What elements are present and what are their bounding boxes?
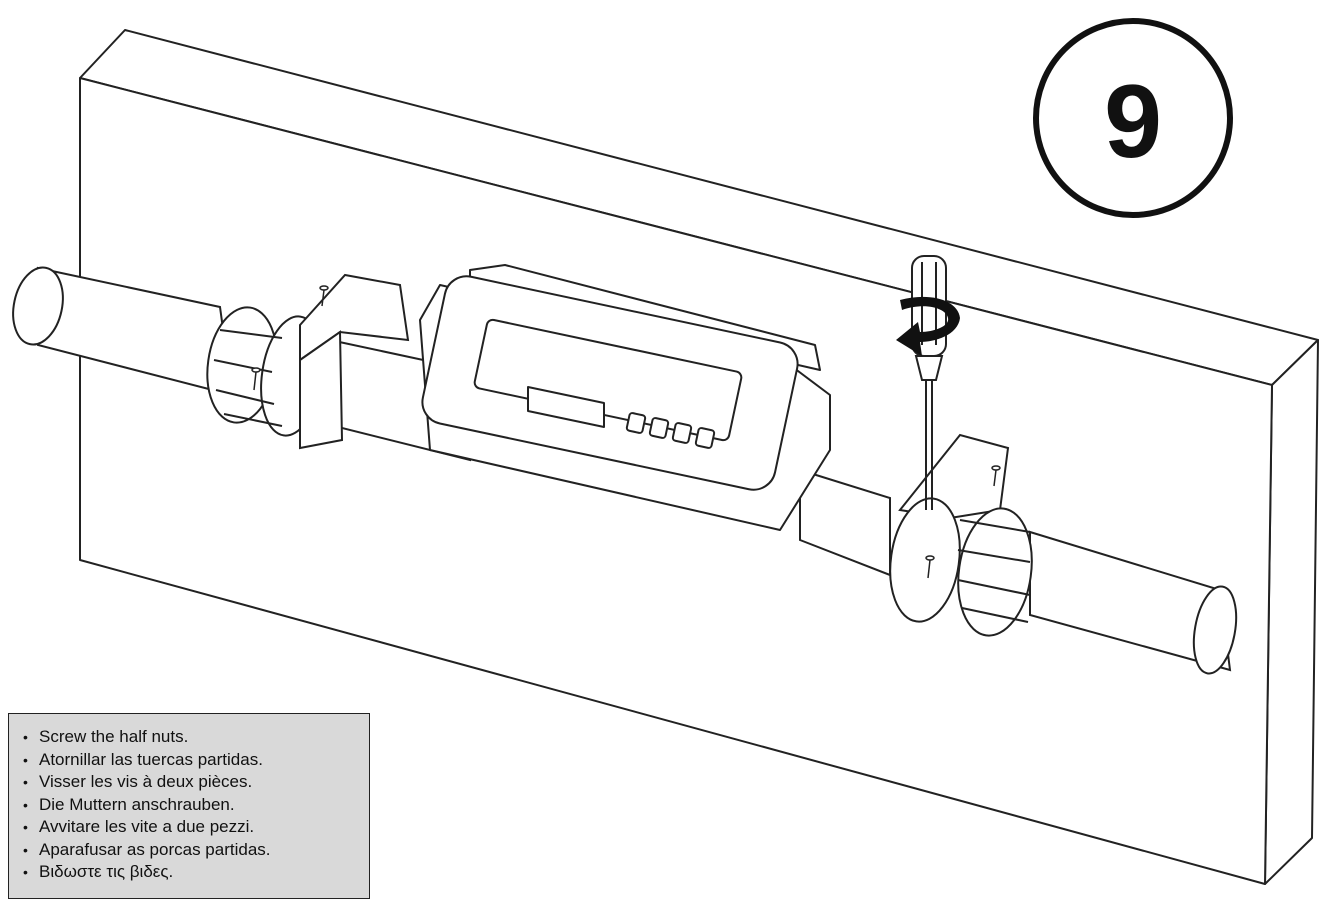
bullet-icon: •: [23, 751, 28, 768]
bullet-icon: •: [23, 864, 28, 880]
button-1: [625, 412, 647, 434]
rotation-arrow-icon: [896, 296, 960, 356]
instruction-item: •Screw the half nuts.: [23, 726, 369, 749]
bullet-icon: •: [23, 729, 28, 745]
instruction-item: •Aparafusar as porcas partidas.: [23, 839, 369, 862]
instruction-item: •Die Muttern anschrauben.: [23, 794, 369, 817]
instruction-item: •Βιδωστε τις βιδες.: [23, 861, 369, 884]
left-bracket: [299, 273, 410, 450]
step-number: 9: [1104, 64, 1162, 180]
lcd-display: [527, 386, 605, 428]
bullet-icon: •: [23, 841, 28, 858]
bullet-icon: •: [23, 819, 28, 835]
instruction-item: •Visser les vis à deux pièces.: [23, 771, 369, 794]
bullet-icon: •: [23, 796, 28, 813]
instruction-item: •Atornillar las tuercas partidas.: [23, 749, 369, 772]
step-badge: 9: [1033, 18, 1233, 218]
instruction-list: •Screw the half nuts. •Atornillar las tu…: [23, 726, 369, 884]
controller-unit: [419, 264, 831, 531]
instruction-box: •Screw the half nuts. •Atornillar las tu…: [8, 713, 370, 899]
bullet-icon: •: [23, 774, 28, 790]
button-4: [694, 427, 716, 449]
screws: [251, 285, 1001, 579]
instruction-item: •Avvitare les vite a due pezzi.: [23, 816, 369, 839]
right-union-nut: [889, 497, 1033, 637]
button-2: [648, 417, 670, 439]
button-3: [671, 422, 693, 444]
